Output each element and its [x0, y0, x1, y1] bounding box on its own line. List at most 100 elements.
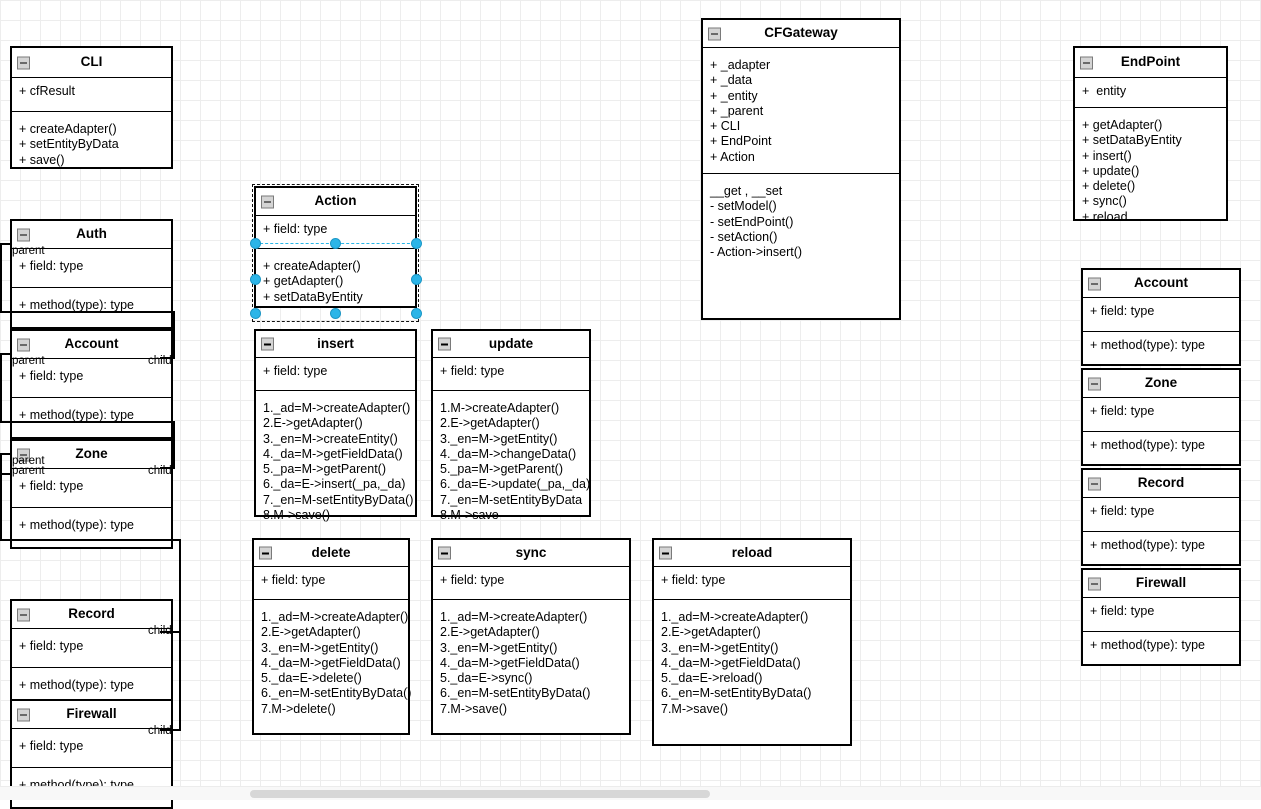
collapse-minus-icon[interactable] [1088, 577, 1101, 590]
uml-compartment: + field: type [433, 358, 589, 390]
association-connector[interactable] [0, 453, 12, 455]
uml-class-header-delete[interactable]: delete [254, 540, 408, 567]
association-connector[interactable] [0, 243, 2, 313]
resize-handle[interactable] [411, 274, 422, 285]
uml-class-header-action[interactable]: Action [256, 188, 415, 216]
uml-member-row: 2.E->getAdapter() [440, 416, 540, 431]
uml-class-header-update[interactable]: update [433, 331, 589, 358]
uml-class-endpoint[interactable]: EndPoint+ entity+ getAdapter()+ setDataB… [1073, 46, 1228, 224]
uml-class-cli[interactable]: CLI+ cfResult+ createAdapter()+ setEntit… [10, 46, 173, 169]
association-connector[interactable] [0, 353, 2, 423]
association-connector[interactable] [0, 453, 2, 475]
collapse-minus-icon[interactable] [1088, 277, 1101, 290]
uml-member-row: + insert() [1082, 148, 1132, 163]
collapse-minus-icon[interactable] [659, 546, 672, 560]
uml-class-header-record-right[interactable]: Record [1083, 470, 1239, 498]
uml-class-header-endpoint[interactable]: EndPoint [1075, 48, 1226, 78]
association-connector[interactable] [0, 421, 175, 423]
association-connector[interactable] [173, 311, 175, 359]
collapse-minus-icon[interactable] [438, 337, 451, 351]
uml-member-row: + field: type [19, 639, 84, 653]
uml-compartment: __get , __set- setModel()- setEndPoint()… [703, 173, 899, 318]
collapse-minus-icon[interactable] [1088, 377, 1101, 390]
association-connector[interactable] [0, 311, 175, 313]
uml-compartment: + createAdapter()+ setEntityByData+ save… [12, 111, 171, 167]
collapse-minus-icon[interactable] [17, 448, 30, 461]
association-connector[interactable] [160, 729, 181, 731]
uml-class-header-cli[interactable]: CLI [12, 48, 171, 78]
collapse-minus-icon[interactable] [17, 228, 30, 241]
resize-handle[interactable] [250, 274, 261, 285]
uml-compartment: + _adapter+ _data+ _entity+ _parent+ CLI… [703, 48, 899, 173]
uml-member-row: 6._da=E->insert(_pa,_da) [263, 477, 406, 492]
uml-class-firewall-right[interactable]: Firewall+ field: type+ method(type): typ… [1081, 568, 1241, 666]
uml-class-account-left[interactable]: Account+ field: type+ method(type): type [10, 329, 173, 439]
association-connector[interactable] [0, 473, 12, 475]
association-connector[interactable] [160, 467, 175, 469]
collapse-minus-icon[interactable] [17, 708, 30, 721]
association-connector[interactable] [179, 631, 181, 731]
horizontal-scrollbar[interactable] [0, 786, 1261, 800]
uml-member-row: + update() [1082, 163, 1140, 178]
uml-class-header-account-left[interactable]: Account [12, 331, 171, 359]
resize-handle[interactable] [330, 308, 341, 319]
association-connector[interactable] [0, 243, 12, 245]
uml-class-header-auth[interactable]: Auth [12, 221, 171, 249]
collapse-minus-icon[interactable] [1088, 477, 1101, 490]
collapse-minus-icon[interactable] [17, 338, 30, 351]
collapse-minus-icon[interactable] [1080, 56, 1093, 69]
uml-class-header-cfgateway[interactable]: CFGateway [703, 20, 899, 48]
connector-role-label: parent [12, 245, 45, 257]
resize-handle[interactable] [250, 308, 261, 319]
uml-compartment: + field: type [12, 359, 171, 397]
uml-class-account-right[interactable]: Account+ field: type+ method(type): type [1081, 268, 1241, 366]
uml-class-header-sync[interactable]: sync [433, 540, 629, 567]
uml-member-row: 1._ad=M->createAdapter() [440, 610, 588, 624]
uml-member-row: + field: type [263, 222, 328, 236]
association-connector[interactable] [160, 357, 175, 359]
uml-class-zone-right[interactable]: Zone+ field: type+ method(type): type [1081, 368, 1241, 466]
uml-compartment: + field: type [256, 358, 415, 390]
uml-class-record-left[interactable]: Record+ field: type+ method(type): type [10, 599, 173, 709]
association-connector[interactable] [179, 539, 181, 633]
collapse-minus-icon[interactable] [17, 608, 30, 621]
collapse-minus-icon[interactable] [708, 27, 721, 40]
association-connector[interactable] [173, 421, 175, 469]
uml-class-header-reload[interactable]: reload [654, 540, 850, 567]
association-connector[interactable] [0, 473, 2, 541]
uml-class-name: CFGateway [764, 25, 838, 41]
uml-class-header-account-right[interactable]: Account [1083, 270, 1239, 298]
resize-handle[interactable] [250, 238, 261, 249]
collapse-minus-icon[interactable] [438, 546, 451, 560]
uml-class-auth[interactable]: Auth+ field: type+ method(type): type [10, 219, 173, 329]
resize-handle[interactable] [411, 238, 422, 249]
uml-class-cfgateway[interactable]: CFGateway + _adapter+ _data+ _entity+ _pa… [701, 18, 901, 320]
horizontal-scrollbar-thumb[interactable] [250, 790, 710, 798]
resize-handle[interactable] [411, 308, 422, 319]
uml-class-header-firewall-left[interactable]: Firewall [12, 701, 171, 729]
uml-member-row: + setDataByEntity [263, 289, 363, 304]
uml-class-header-zone-right[interactable]: Zone [1083, 370, 1239, 398]
collapse-minus-icon[interactable] [259, 546, 272, 560]
uml-class-header-insert[interactable]: insert [256, 331, 415, 358]
uml-member-row: 5._pa=M->getParent() [263, 462, 386, 476]
collapse-minus-icon[interactable] [17, 56, 30, 69]
uml-class-header-zone-left[interactable]: Zone [12, 441, 171, 469]
collapse-minus-icon[interactable] [261, 337, 274, 351]
association-connector[interactable] [0, 353, 12, 355]
resize-handle[interactable] [330, 238, 341, 249]
collapse-minus-icon[interactable] [261, 195, 274, 208]
uml-class-header-firewall-right[interactable]: Firewall [1083, 570, 1239, 598]
uml-compartment: 1._ad=M->createAdapter()2.E->getAdapter(… [256, 390, 415, 522]
association-connector[interactable] [0, 539, 181, 541]
uml-class-header-record-left[interactable]: Record [12, 601, 171, 629]
uml-class-zone-left[interactable]: Zone+ field: type+ method(type): type [10, 439, 173, 549]
association-connector[interactable] [160, 631, 181, 633]
uml-class-record-right[interactable]: Record+ field: type+ method(type): type [1081, 468, 1241, 566]
